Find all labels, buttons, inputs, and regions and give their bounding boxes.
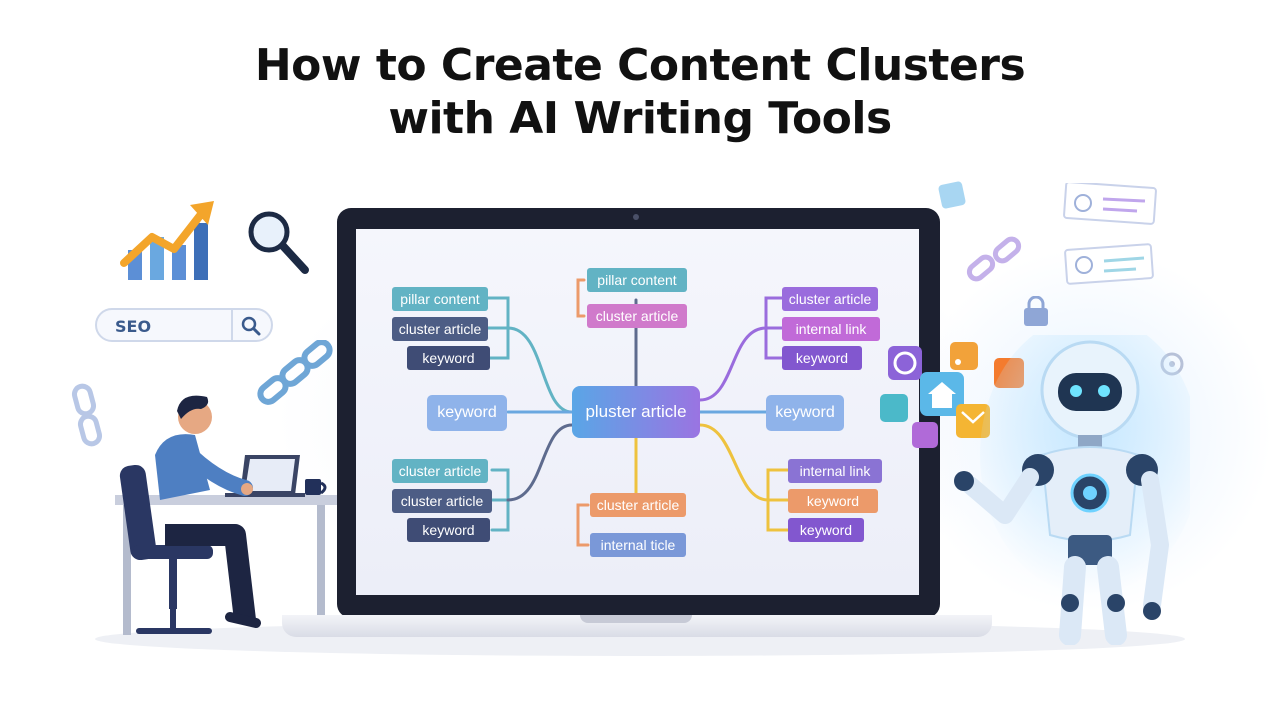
seo-search-bar: SEO [95, 308, 273, 342]
node-top-cluster-article: cluster article [587, 304, 687, 328]
profile-card-icon [1064, 243, 1154, 285]
page-title-line-2: with AI Writing Tools [388, 93, 892, 144]
chain-link-icon [966, 236, 1022, 282]
node-left-keyword: keyword [407, 346, 490, 370]
node-bottom-internal-ticle: internal ticle [590, 533, 686, 557]
node-right-bottom-keyword-2: keyword [788, 518, 864, 542]
node-center: pluster article [572, 386, 700, 438]
node-right-keyword: keyword [782, 346, 862, 370]
seo-search-text: SEO [115, 317, 152, 336]
monitor-base [282, 615, 992, 637]
profile-card-icon [1063, 183, 1157, 225]
node-left-bottom-cluster-article-1: cluster article [392, 459, 488, 483]
chain-link-icon [71, 383, 103, 447]
node-right-bottom-internal-link: internal link [788, 459, 882, 483]
node-bottom-cluster-article: cluster article [590, 493, 686, 517]
person-at-desk-illustration [115, 395, 340, 635]
node-left-middle-keyword: keyword [427, 395, 507, 431]
robot-illustration [954, 335, 1190, 645]
node-left-pillar-content: pillar content [392, 287, 488, 311]
growth-chart-icon [120, 201, 214, 280]
node-top-pillar-content: pillar content [587, 268, 687, 292]
magnifier-icon [248, 211, 309, 274]
node-right-middle-keyword: keyword [766, 395, 844, 431]
search-icon [241, 316, 261, 336]
node-right-cluster-article: cluster article [782, 287, 878, 311]
image-icon [938, 181, 966, 209]
node-left-cluster-article: cluster article [392, 317, 488, 341]
monitor-base-notch [580, 615, 692, 623]
node-right-bottom-keyword-1: keyword [788, 489, 878, 513]
chain-link-icon [257, 340, 333, 405]
node-left-bottom-cluster-article-2: cluster article [392, 489, 492, 513]
page-title-line-1: How to Create Content Clusters [254, 40, 1026, 91]
lock-icon [1024, 296, 1048, 326]
node-right-internal-link: internal link [782, 317, 880, 341]
seo-search-divider [231, 310, 233, 340]
node-left-bottom-keyword: keyword [407, 518, 490, 542]
monitor-camera [633, 214, 639, 220]
